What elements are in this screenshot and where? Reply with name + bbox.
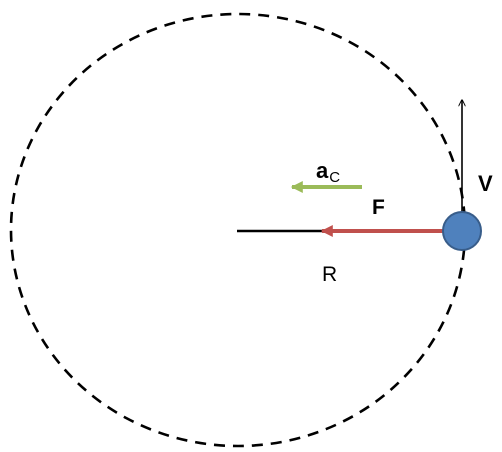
- acceleration-label-subscript: C: [329, 169, 340, 186]
- radius-label: R: [322, 263, 337, 286]
- force-label: F: [372, 196, 385, 219]
- acceleration-label: aC: [316, 158, 340, 186]
- velocity-label: V: [478, 171, 493, 196]
- acceleration-label-main: a: [316, 158, 329, 183]
- moving-body: [442, 211, 482, 251]
